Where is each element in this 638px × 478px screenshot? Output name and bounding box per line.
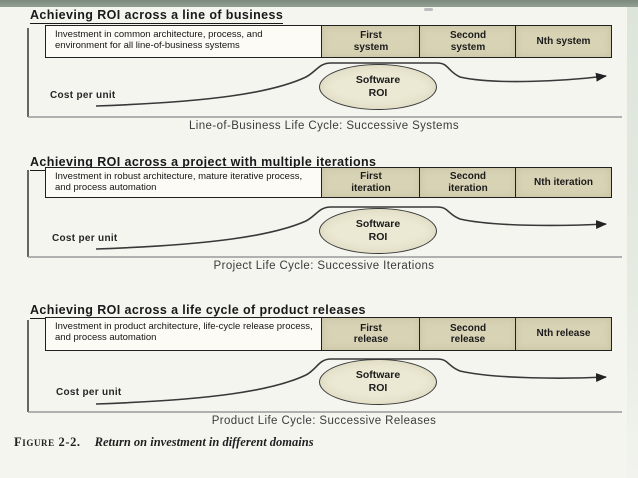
software-roi-ellipse: Software ROI [319,64,437,110]
stage-box-nth-iteration: Nth iteration [515,167,612,198]
stage-box-second-release: Second release [419,317,517,351]
life-cycle-caption: Project Life Cycle: Successive Iteration… [213,260,435,272]
life-cycle-caption: Line-of-Business Life Cycle: Successive … [189,120,459,132]
life-cycle-caption: Product Life Cycle: Successive Releases [211,415,437,427]
cost-curve-3 [95,358,607,405]
stage-box-nth-release: Nth release [515,317,612,351]
stage-box-first-system: First system [321,25,421,58]
figure-number: Figure 2-2. [14,435,81,449]
investment-box: Investment in robust architecture, matur… [45,167,323,198]
cost-per-unit-label: Cost per unit [52,233,118,244]
stage-box-second-iteration: Second iteration [419,167,517,198]
scan-artifact [424,8,433,11]
slide-right-edge-strip [627,0,638,478]
software-roi-ellipse: Software ROI [319,359,437,405]
stage-box-first-release: First release [321,317,421,351]
software-roi-ellipse: Software ROI [319,208,437,254]
figure-caption: Figure 2-2. Return on investment in diffe… [14,435,314,450]
section-title-line-of-business: Achieving ROI across a line of business [30,8,284,24]
slide-top-edge-bar [0,0,638,7]
stage-box-first-iteration: First iteration [321,167,421,198]
cost-curve-1 [95,62,607,107]
cost-per-unit-label: Cost per unit [56,387,122,398]
stage-box-nth-system: Nth system [515,25,612,58]
investment-box: Investment in product architecture, life… [45,317,323,351]
cost-curve-2 [95,206,607,250]
figure-caption-text: Return on investment in different domain… [94,435,314,449]
investment-box: Investment in common architecture, proce… [45,25,323,58]
stage-box-second-system: Second system [419,25,517,58]
cost-per-unit-label: Cost per unit [50,90,116,101]
